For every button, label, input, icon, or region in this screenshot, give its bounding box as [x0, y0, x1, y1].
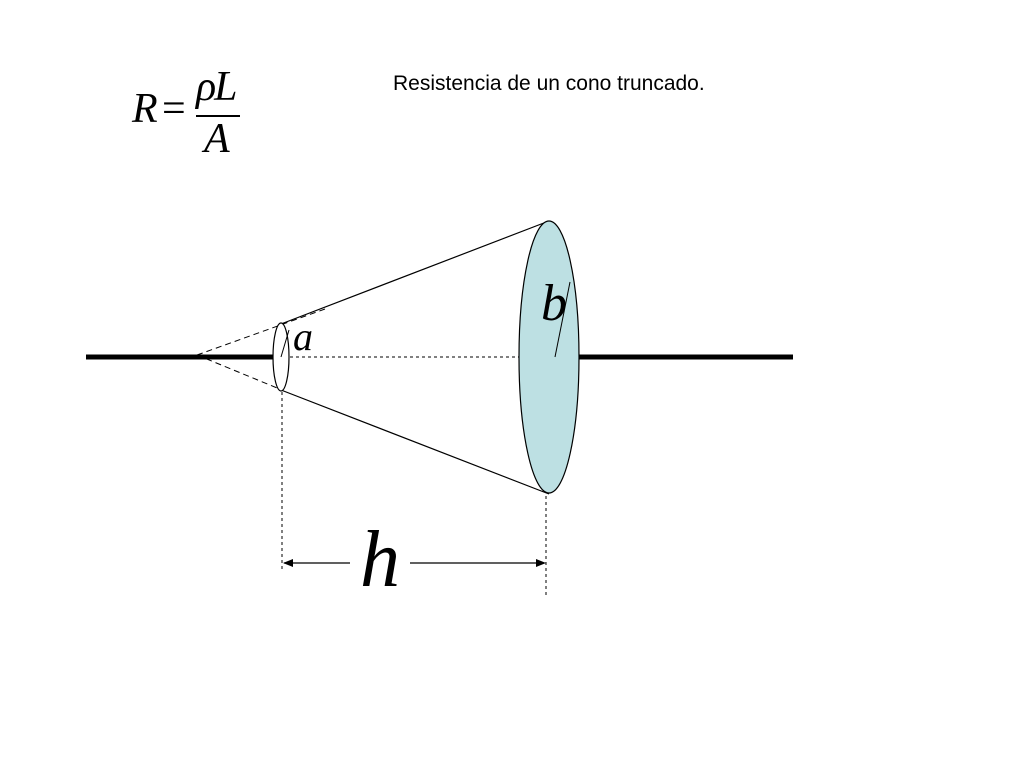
apex-extension-bottom [196, 354, 283, 391]
formula-equals-sign: = [162, 86, 186, 132]
cone-bottom-edge [280, 389, 550, 495]
formula-fraction-bar [196, 115, 240, 117]
cone-top-edge [280, 220, 550, 325]
large-end-face [518, 220, 580, 494]
height-arrowhead-left [283, 559, 293, 567]
height-arrowhead-right [536, 559, 546, 567]
large-radius-label: b [541, 275, 567, 332]
apex-extension-top [196, 308, 326, 356]
height-label: h [360, 516, 400, 604]
resistance-formula: R = ρL A [132, 62, 272, 162]
large-radius-line [554, 281, 571, 358]
formula-numerator: ρL [196, 64, 238, 110]
formula-denominator: A [204, 116, 230, 162]
small-radius-line [280, 329, 290, 358]
small-radius-label: a [293, 314, 313, 359]
slide-title: Resistencia de un cono truncado. [393, 72, 705, 95]
formula-resistance-symbol: R [132, 86, 158, 132]
